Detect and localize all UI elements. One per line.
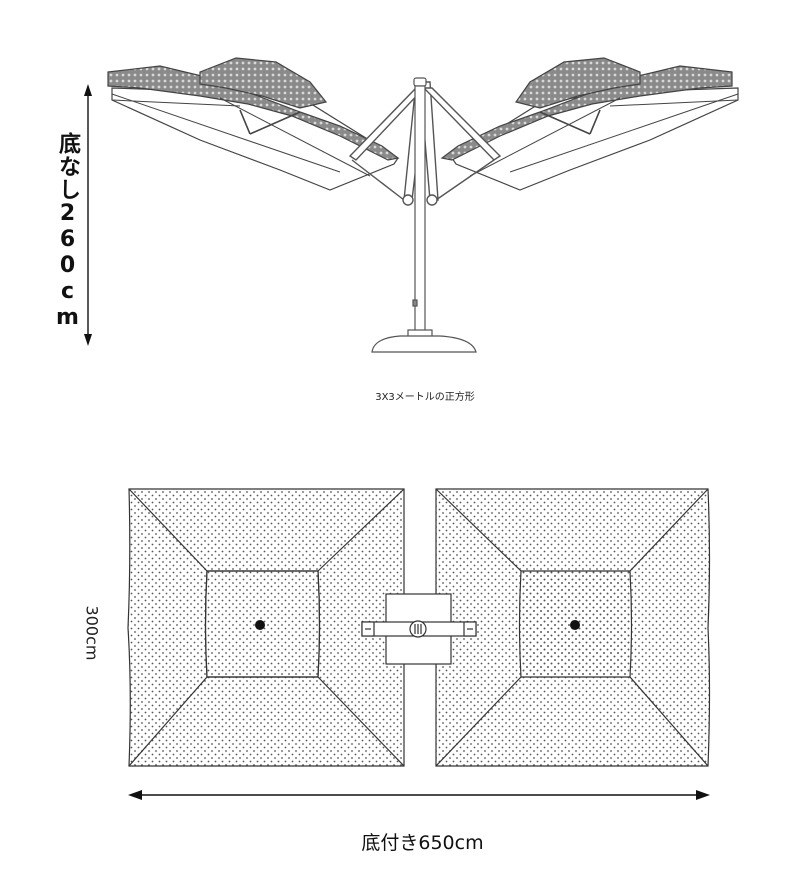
- top-view: [127, 488, 711, 767]
- left-canopy-top: [127, 488, 405, 767]
- depth-label: 300cm: [82, 605, 102, 661]
- width-label: 底付き650cm: [361, 832, 484, 854]
- height-label: 底なし260cm: [55, 132, 80, 331]
- right-canopy: [440, 57, 739, 191]
- depth-label-box: 300cm: [72, 598, 112, 668]
- center-base-plate: [361, 593, 477, 665]
- left-center-point: [255, 620, 265, 630]
- base: [371, 335, 477, 353]
- left-canopy: [107, 57, 400, 191]
- right-canopy-top: [435, 488, 711, 767]
- width-dimension-line: [128, 790, 710, 800]
- right-center-point: [570, 620, 580, 630]
- height-dimension-line: [84, 84, 92, 346]
- side-view: [84, 57, 739, 353]
- caption: 3X3メートルの正方形: [375, 392, 475, 403]
